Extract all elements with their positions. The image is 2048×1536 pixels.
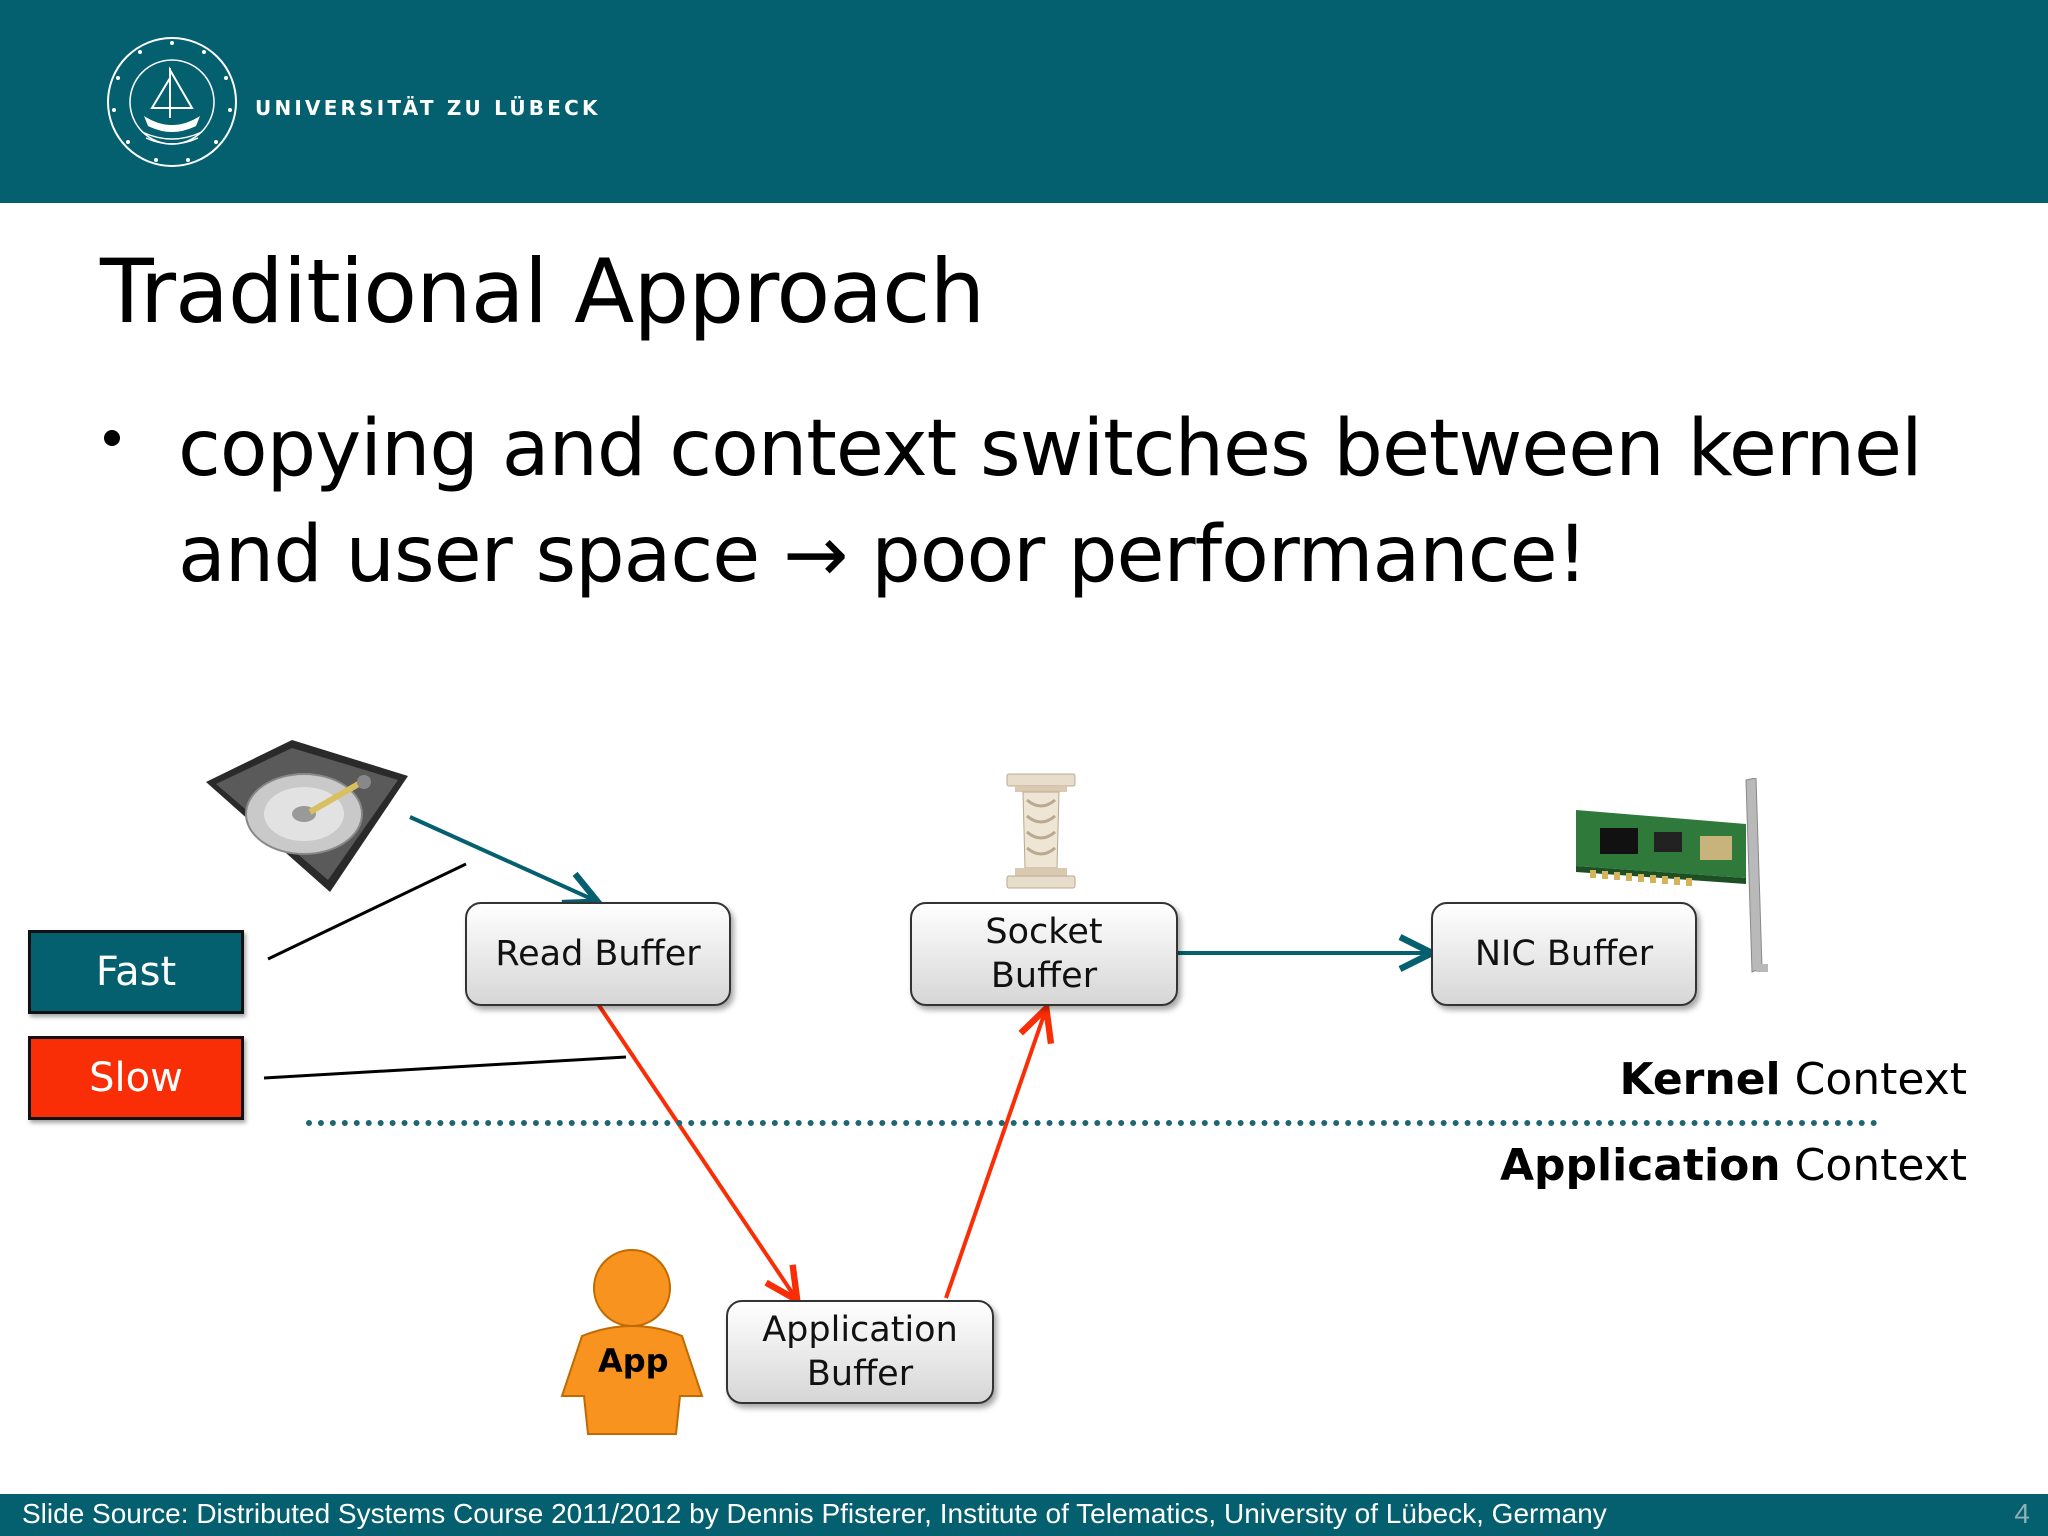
read-buffer-box: Read Buffer — [465, 902, 731, 1006]
footer-bar: Slide Source: Distributed Systems Course… — [0, 1494, 2048, 1536]
kernel-context-label: Kernel Context — [1620, 1054, 1967, 1105]
fast-legend-pointer — [267, 862, 467, 961]
slide-source: Slide Source: Distributed Systems Course… — [22, 1498, 1607, 1529]
hard-disk-icon — [206, 740, 408, 892]
bullet-marker — [104, 430, 120, 446]
socket-buffer-box: Socket Buffer — [910, 902, 1178, 1006]
application-buffer-label-line-2: Buffer — [806, 1354, 914, 1394]
application-buffer-label-line-1: Application — [762, 1310, 958, 1350]
nic-buffer-label: NIC Buffer — [1474, 934, 1654, 974]
nic-buffer-box: NIC Buffer — [1431, 902, 1697, 1006]
bullet-text-line-1: copying and context switches between ker… — [178, 404, 1923, 494]
kernel-context-rest: Context — [1780, 1054, 1967, 1105]
legend-fast: Fast — [28, 930, 244, 1014]
slide-title: Traditional Approach — [100, 240, 985, 343]
header-bar: UNIVERSITÄT ZU LÜBECK — [0, 0, 2048, 203]
kernel-context-bold: Kernel — [1619, 1054, 1781, 1105]
legend-slow: Slow — [28, 1036, 244, 1120]
read-buffer-to-app-buffer-arrow — [596, 1002, 795, 1297]
kernel-application-divider — [306, 1120, 1878, 1126]
app-person-icon: App — [552, 1246, 716, 1436]
network-card-icon — [1576, 778, 1768, 973]
application-buffer-box: Application Buffer — [726, 1300, 994, 1404]
pillar-icon — [1006, 773, 1076, 889]
university-seal-icon — [107, 37, 237, 167]
application-context-label: Application Context — [1500, 1140, 1967, 1191]
app-figure-label: App — [598, 1342, 669, 1380]
application-context-rest: Context — [1780, 1140, 1967, 1191]
bullet-text-line-2: and user space → poor performance! — [178, 510, 1588, 600]
university-name: UNIVERSITÄT ZU LÜBECK — [255, 96, 601, 120]
socket-buffer-label-line-2: Buffer — [990, 956, 1098, 996]
socket-buffer-label-line-1: Socket — [985, 912, 1103, 952]
page-number: 4 — [2014, 1498, 2030, 1529]
application-context-bold: Application — [1499, 1140, 1781, 1191]
app-buffer-to-socket-arrow — [944, 1012, 1045, 1299]
slow-legend-pointer — [263, 1055, 627, 1080]
disk-to-read-buffer-arrow — [409, 815, 594, 900]
read-buffer-label: Read Buffer — [495, 934, 701, 974]
